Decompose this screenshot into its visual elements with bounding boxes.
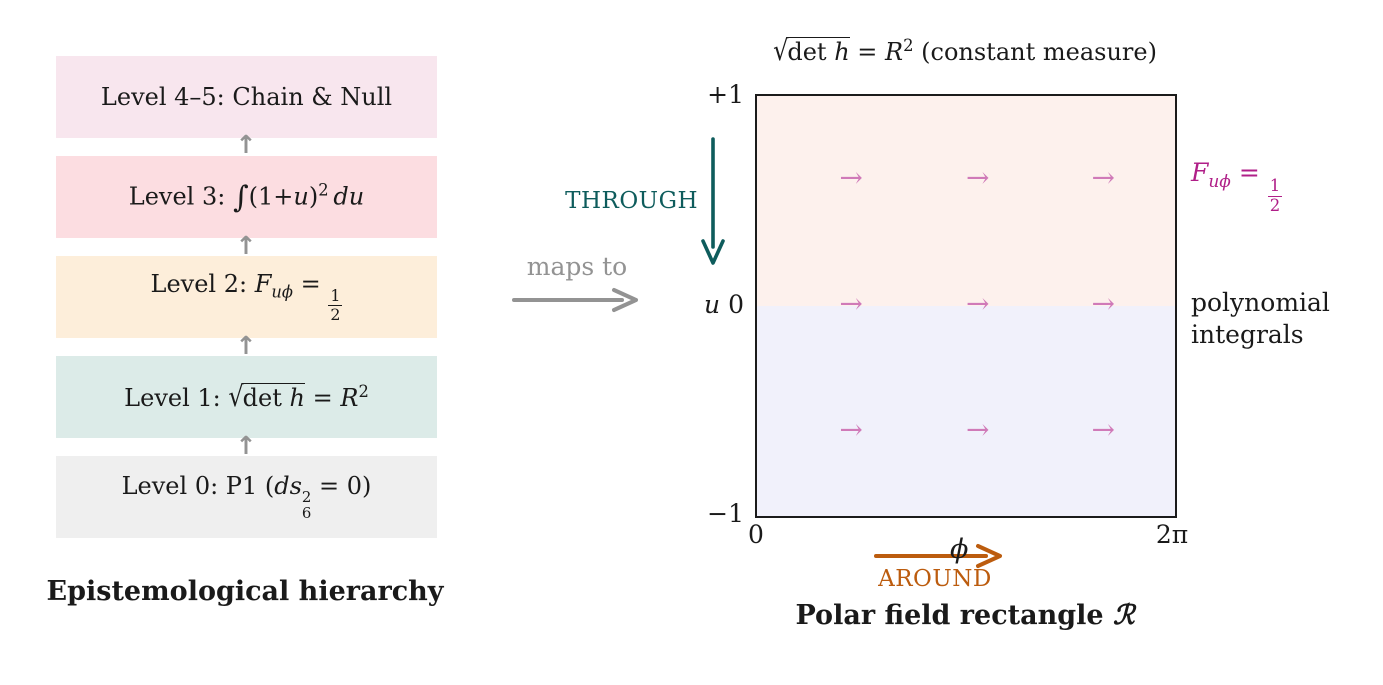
measure-label: √det h = R2 (constant measure) bbox=[773, 34, 1157, 68]
level-box-1: Level 1: √det h = R2 bbox=[56, 356, 437, 438]
around-label: AROUND bbox=[878, 566, 992, 592]
up-arrow-icon: ↑ bbox=[235, 331, 257, 360]
u-axis-label: u bbox=[704, 290, 721, 319]
x-tick-2pi: 2π bbox=[1155, 520, 1189, 549]
up-arrow-icon: ↑ bbox=[235, 130, 257, 159]
y-tick-minus1: −1 bbox=[707, 499, 744, 528]
up-arrow-icon: ↑ bbox=[235, 431, 257, 460]
level-label-4-5: Level 4–5: Chain & Null bbox=[100, 83, 393, 111]
hierarchy-title: Epistemological hierarchy bbox=[46, 576, 444, 607]
y-axis-mid: u 0 bbox=[678, 290, 744, 319]
level-label-1: Level 1: √det h = R2 bbox=[124, 380, 369, 414]
y-tick-plus1: +1 bbox=[707, 80, 744, 109]
level-box-4-5: Level 4–5: Chain & Null bbox=[56, 56, 437, 138]
field-rect-upper-half bbox=[757, 96, 1175, 306]
through-label: THROUGH bbox=[565, 188, 698, 214]
maps-to-arrow-icon bbox=[512, 288, 638, 312]
through-arrow-icon bbox=[701, 137, 725, 265]
phi-axis-label: ϕ bbox=[950, 534, 969, 565]
around-arrow-icon bbox=[874, 544, 1002, 568]
level-box-3: Level 3: ∫(1+u)2 du bbox=[56, 156, 437, 238]
x-tick-0: 0 bbox=[748, 520, 764, 549]
level-label-3: Level 3: ∫(1+u)2 du bbox=[128, 179, 365, 215]
maps-to-label: maps to bbox=[526, 252, 628, 281]
field-rect-lower-half bbox=[757, 306, 1175, 516]
up-arrow-icon: ↑ bbox=[235, 231, 257, 260]
y-tick-0: 0 bbox=[728, 290, 744, 319]
field-title: Polar field rectangle ℛ bbox=[795, 600, 1135, 631]
field-rectangle bbox=[755, 94, 1177, 518]
